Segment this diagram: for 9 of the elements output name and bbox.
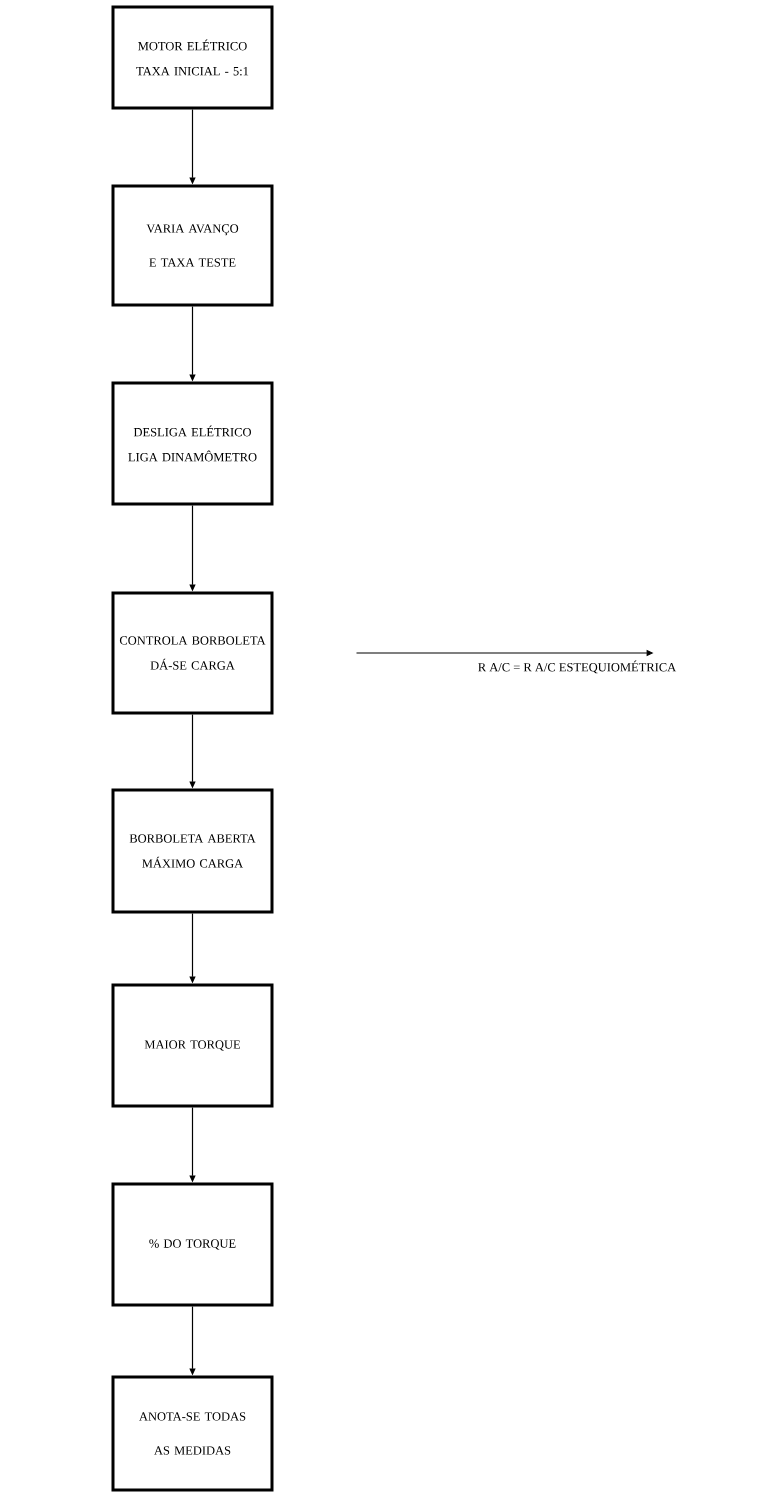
process-box: BORBOLETA ABERTA MÁXIMO CARGA	[111, 788, 274, 914]
process-box: ANOTA-SE TODAS AS MEDIDAS	[111, 1375, 274, 1492]
process-box: DESLIGA ELÉTRICO LIGA DINAMÔMETRO	[111, 381, 274, 506]
process-box: CONTROLA BORBOLETA DÁ-SE CARGA	[111, 591, 274, 715]
result-text: R A/C = R A/C ESTEQUIOMÉTRICA	[478, 660, 677, 674]
process-box: VARIA AVANÇO E TAXA TESTE	[111, 184, 274, 307]
process-box: % DO TORQUE	[111, 1182, 274, 1307]
process-box: MOTOR ELÉTRICO TAXA INICIAL - 5:1	[111, 5, 274, 110]
process-box: MAIOR TORQUE	[111, 983, 274, 1108]
